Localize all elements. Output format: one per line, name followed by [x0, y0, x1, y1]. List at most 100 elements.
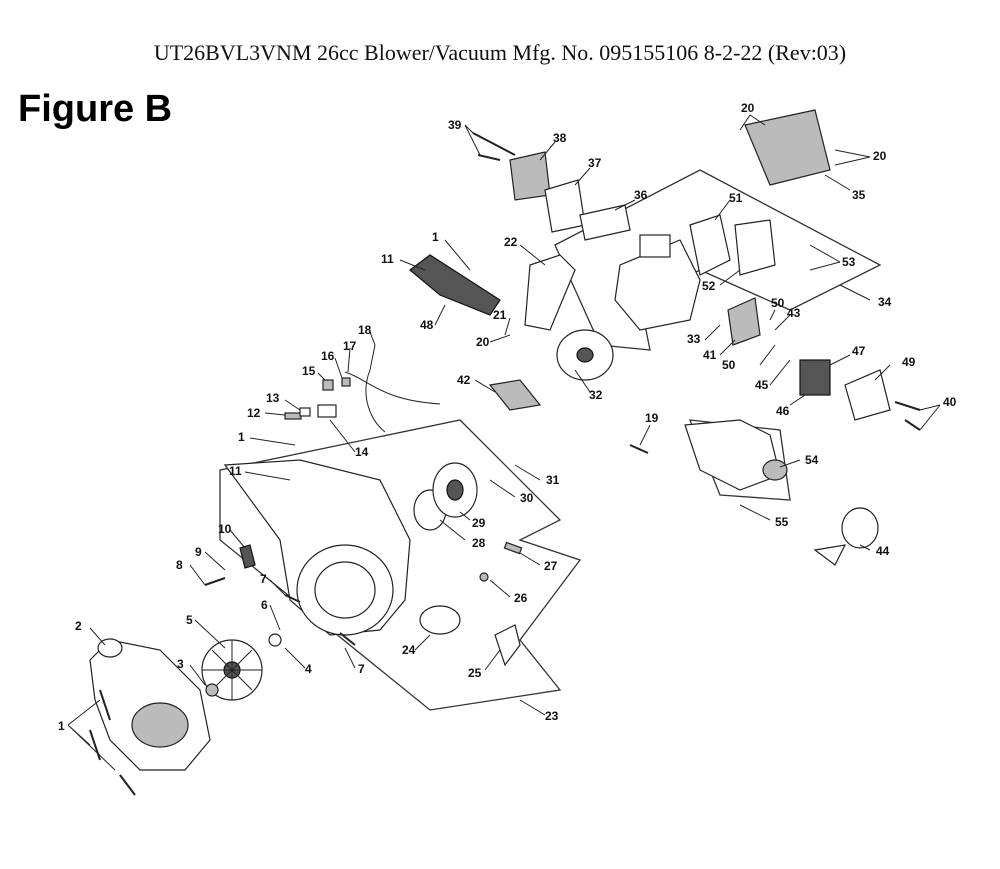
callout-48: 48 — [420, 318, 434, 332]
callout-35: 35 — [852, 188, 866, 202]
callout-28: 28 — [472, 536, 486, 550]
spring-27 — [503, 541, 523, 555]
callout-32: 32 — [589, 388, 603, 402]
starter-handle-25 — [494, 624, 521, 667]
callout-7-low: 7 — [358, 662, 365, 676]
starter-rope-24 — [419, 605, 461, 635]
part-10 — [239, 544, 256, 569]
callout-21: 21 — [493, 308, 507, 322]
figure-label: Figure B — [18, 88, 173, 130]
callout-42: 42 — [457, 373, 471, 387]
callout-14: 14 — [355, 445, 369, 459]
cover-42 — [488, 379, 542, 411]
handle-11 — [409, 254, 501, 316]
blower-outlet-tube — [89, 638, 211, 771]
callout-40: 40 — [943, 395, 957, 409]
callout-1-low: 1 — [58, 719, 65, 733]
gasket-51 — [689, 214, 731, 276]
callout-27: 27 — [544, 559, 558, 573]
callout-4: 4 — [305, 662, 312, 676]
leader-lines — [67, 114, 941, 771]
part-15 — [322, 379, 334, 391]
callout-15: 15 — [302, 364, 316, 378]
callout-33: 33 — [687, 332, 701, 346]
callout-38: 38 — [553, 131, 567, 145]
callout-37: 37 — [588, 156, 602, 170]
air-filter-cover-38 — [509, 151, 551, 201]
callout-6: 6 — [261, 598, 268, 612]
callout-36: 36 — [634, 188, 648, 202]
callout-1-top: 1 — [432, 230, 439, 244]
callout-20-top: 20 — [741, 101, 755, 115]
callout-1-mid: 1 — [238, 430, 245, 444]
main-housing — [223, 459, 411, 636]
engine-shroud-35 — [744, 109, 831, 186]
nut-3 — [205, 683, 219, 697]
insulator-41 — [727, 297, 761, 346]
callout-20-right: 20 — [873, 149, 887, 163]
part-13 — [299, 407, 311, 417]
callout-45: 45 — [755, 378, 769, 392]
callout-39: 39 — [448, 118, 462, 132]
callout-52: 52 — [702, 279, 716, 293]
filter-base-36 — [579, 204, 631, 241]
primer-44 — [813, 507, 879, 566]
fasteners — [89, 132, 921, 796]
callout-7-top: 7 — [260, 572, 267, 586]
callout-25: 25 — [468, 666, 482, 680]
callout-5: 5 — [186, 613, 193, 627]
callout-19: 19 — [645, 411, 659, 425]
bolt-26 — [479, 572, 489, 582]
callout-23: 23 — [545, 709, 559, 723]
callout-17: 17 — [343, 339, 357, 353]
callout-16: 16 — [321, 349, 335, 363]
part-14 — [317, 404, 337, 418]
washer-4 — [268, 633, 282, 647]
starter-pulley — [413, 462, 478, 531]
callout-22: 22 — [504, 235, 518, 249]
muffler-22 — [524, 254, 576, 331]
callout-2: 2 — [75, 619, 82, 633]
callout-20-mid: 20 — [476, 335, 490, 349]
fuel-tank-54 — [684, 419, 788, 491]
callout-50-low: 50 — [722, 358, 736, 372]
callout-34: 34 — [878, 295, 892, 309]
callout-55: 55 — [775, 515, 789, 529]
callout-10: 10 — [218, 522, 232, 536]
air-box-49 — [844, 369, 891, 421]
callout-24: 24 — [402, 643, 416, 657]
callout-54: 54 — [805, 453, 819, 467]
callout-30: 30 — [520, 491, 534, 505]
callout-46: 46 — [776, 404, 790, 418]
carburetor-46 — [799, 359, 831, 396]
engine-block — [614, 234, 701, 331]
callout-9: 9 — [195, 545, 202, 559]
fan-impeller — [201, 639, 263, 701]
crankcase-cover-52 — [734, 219, 776, 276]
callout-44: 44 — [876, 544, 890, 558]
callout-labels: 39 38 37 36 20 20 35 51 53 34 52 22 1 11… — [58, 101, 957, 733]
callout-8: 8 — [176, 558, 183, 572]
part-12 — [284, 412, 302, 420]
callout-12: 12 — [247, 406, 261, 420]
callout-31: 31 — [546, 473, 560, 487]
callout-13: 13 — [266, 391, 280, 405]
callout-26: 26 — [514, 591, 528, 605]
callout-53: 53 — [842, 255, 856, 269]
callout-3: 3 — [177, 657, 184, 671]
callout-50-top: 50 — [771, 296, 785, 310]
wire-18 — [365, 344, 386, 433]
page-title: UT26BVL3VNM 26cc Blower/Vacuum Mfg. No. … — [153, 40, 847, 65]
callout-29: 29 — [472, 516, 486, 530]
callout-43: 43 — [787, 306, 801, 320]
callout-51: 51 — [729, 191, 743, 205]
part-16 — [341, 377, 351, 387]
callout-49: 49 — [902, 355, 916, 369]
callout-41: 41 — [703, 348, 717, 362]
flywheel-32 — [556, 329, 614, 381]
callout-18: 18 — [358, 323, 372, 337]
callout-11-mid: 11 — [229, 464, 242, 478]
throttle-cable-17 — [344, 371, 441, 405]
